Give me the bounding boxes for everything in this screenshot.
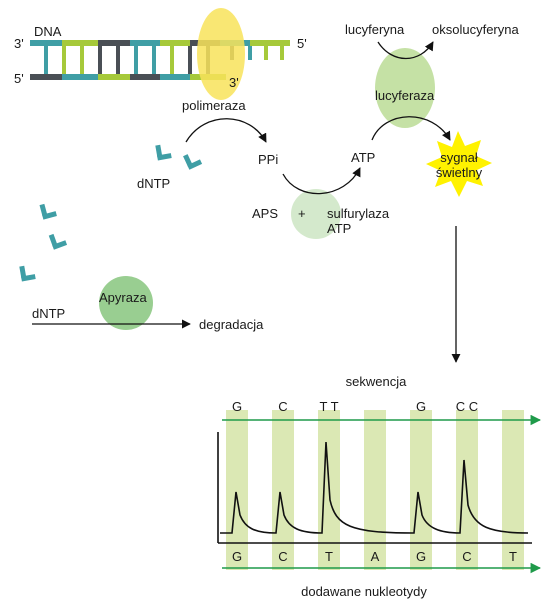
polymerase-enzyme <box>197 8 245 100</box>
dispensed-base-label: C <box>278 549 287 564</box>
dispensed-base-label: G <box>416 549 426 564</box>
dispensed-base-label: G <box>232 549 242 564</box>
strand-bottom-left-end: 5' <box>14 71 24 86</box>
dna-bottom-strand <box>30 74 226 80</box>
atp-label: ATP <box>351 150 375 165</box>
strand-bottom-right-end: 3' <box>229 75 239 90</box>
degradation-label: degradacja <box>199 317 264 332</box>
sequence-base-label: C C <box>456 399 478 414</box>
added-nucleotides-label: dodawane nukleotydy <box>301 584 427 599</box>
polymerase-label: polimeraza <box>182 98 246 113</box>
strand-top-left-end: 3' <box>14 36 24 51</box>
dntp-bottom-label: dNTP <box>32 306 65 321</box>
dntp-molecule-icon <box>155 144 203 170</box>
dna-ladder <box>30 40 290 80</box>
sequence-base-label: G <box>232 399 242 414</box>
plus-sign: + <box>298 206 306 221</box>
apyrase-label: Apyraza <box>99 290 147 305</box>
luciferase-label: lucyferaza <box>375 88 435 103</box>
dntp-molecule-icon <box>19 203 68 282</box>
sequence-base-label: C <box>278 399 287 414</box>
dntp-top-label: dNTP <box>137 176 170 191</box>
sequence-base-label: G <box>416 399 426 414</box>
dna-top-strand <box>30 40 290 46</box>
luciferin-label: lucyferyna <box>345 22 405 37</box>
dispensed-base-label: C <box>462 549 471 564</box>
dispensed-base-label: T <box>325 549 333 564</box>
ppi-label: PPi <box>258 152 278 167</box>
sequence-base-label: T T <box>319 399 338 414</box>
light-signal-label-line2: świetlny <box>436 165 483 180</box>
dna-rungs <box>44 46 210 74</box>
oxyluciferin-label: oksolucyferyna <box>432 22 519 37</box>
aps-label: APS <box>252 206 278 221</box>
dispensed-base-label: A <box>371 549 380 564</box>
pyrogram-signal-trace <box>220 441 529 534</box>
luciferin-oxidation-arrow <box>377 41 434 59</box>
light-signal-label-line1: sygnał <box>440 150 478 165</box>
strand-top-right-end: 5' <box>297 36 307 51</box>
sulfurylase-atp-label: ATP <box>327 221 351 236</box>
sulfurylase-label: sulfurylaza <box>327 206 390 221</box>
sulfurylase-enzyme <box>291 189 341 239</box>
dna-label: DNA <box>34 24 62 39</box>
dispensed-base-label: T <box>509 549 517 564</box>
apyrase-enzyme <box>99 276 153 330</box>
luciferase-enzyme <box>375 48 435 128</box>
light-signal-star <box>426 131 492 197</box>
sequence-label: sekwencja <box>346 374 407 389</box>
luciferase-reaction-arrow <box>371 116 451 141</box>
pyrogram-top-labels: G C T T G C C <box>232 399 478 414</box>
pyrogram-bottom-labels: G C T A G C T <box>232 549 517 564</box>
pyrogram-lanes <box>226 410 524 570</box>
sulfurylase-reaction-arrow <box>282 167 361 195</box>
polymerase-reaction-arrow <box>185 118 267 143</box>
